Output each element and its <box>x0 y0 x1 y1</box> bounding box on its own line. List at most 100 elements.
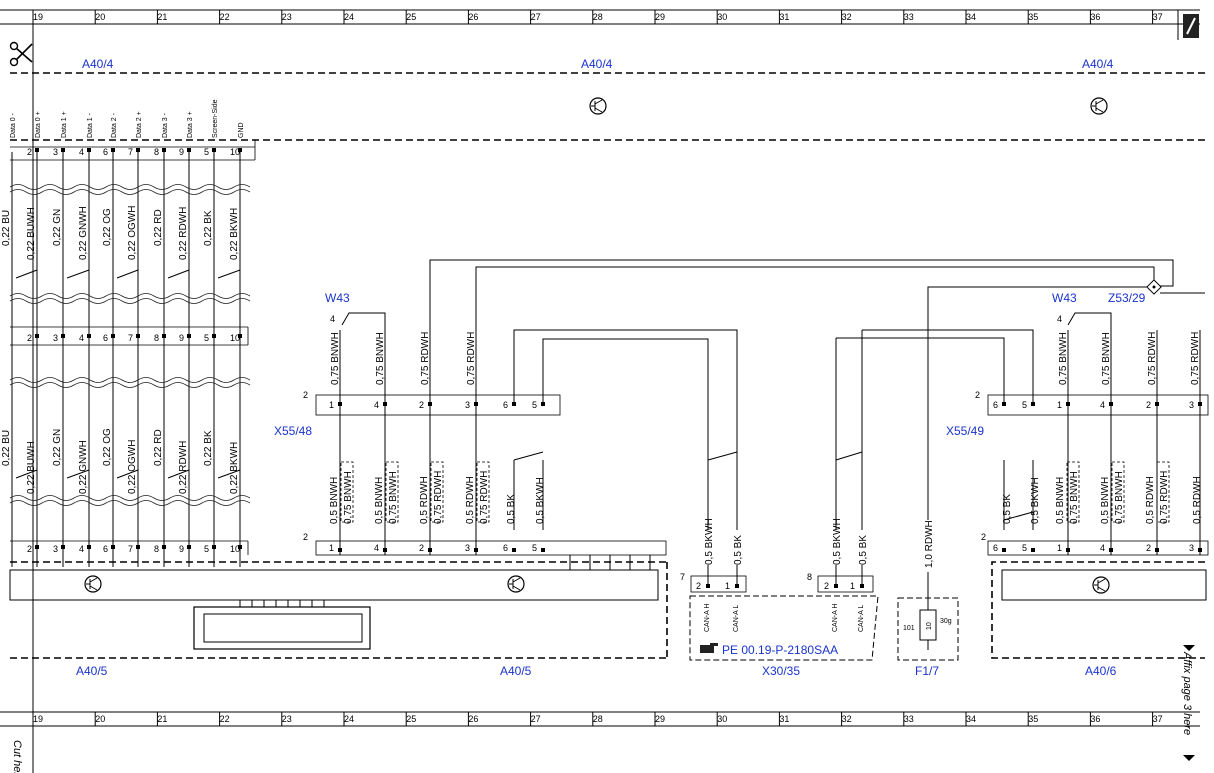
ruler-column-number: 19 <box>33 714 43 724</box>
pin-number: 4 <box>79 544 84 554</box>
pin-number: 4 <box>374 543 379 553</box>
a40-5-label-right: A40/5 <box>500 664 532 678</box>
can-label: CAN-A L <box>733 605 740 632</box>
wire-label: 0,22 BK <box>203 430 214 466</box>
signal-name: Data 3 - <box>162 112 169 138</box>
wire-label: 0,5 BK <box>858 535 869 565</box>
ruler-column-number: 25 <box>406 714 416 724</box>
wire-label: 0,5 BKWH <box>1030 477 1041 524</box>
wire-label: 0,5 BKWH <box>704 518 715 565</box>
w43-pin: 4 <box>330 314 335 324</box>
fuse-mid-num: 10 <box>926 622 933 630</box>
ruler-column-number: 23 <box>282 714 292 724</box>
wire-label: 0,22 RD <box>153 429 164 466</box>
wire-label: 0,22 OGWH <box>127 206 138 260</box>
wire-label: 0,5 BNWH <box>374 477 385 524</box>
pin-number: 5 <box>204 333 209 343</box>
loop-wires <box>429 259 1205 530</box>
wire-label: 0,75 BNWH <box>330 332 341 385</box>
f1-7-label: F1/7 <box>915 664 939 678</box>
ruler-column-number: 27 <box>531 714 541 724</box>
wire-label: 0,22 OG <box>102 208 113 246</box>
wire-label: 0,5 BKWH <box>535 477 546 524</box>
a40-4-label-left: A40/4 <box>82 57 114 71</box>
x55-48-number: 2 <box>303 390 308 400</box>
pin-number: 5 <box>532 543 537 553</box>
ruler-column-number: 37 <box>1153 714 1163 724</box>
pin-number: 6 <box>503 400 508 410</box>
pin-number: 4 <box>79 147 84 157</box>
ruler-column-number: 33 <box>904 714 914 724</box>
pin-number: 4 <box>1100 400 1105 410</box>
ruler-column-number: 30 <box>717 12 727 22</box>
wire-label: 0,75 BNWH <box>343 471 354 524</box>
ruler-column-number: 32 <box>842 12 852 22</box>
wire-label: 0,75 BNWH <box>375 332 386 385</box>
transistor-icon <box>1092 576 1110 594</box>
wire-label: 0,5 BKWH <box>832 518 843 565</box>
wire-label: 0,5 BNWH <box>1055 477 1066 524</box>
wire-label: 0,5 RDWH <box>419 476 430 524</box>
signal-name: Data 2 - <box>111 112 118 138</box>
a40-4-label-right: A40/4 <box>1082 57 1114 71</box>
ruler-column-number: 32 <box>842 714 852 724</box>
pin-number: 10 <box>230 333 240 343</box>
pin-number: 1 <box>329 543 334 553</box>
wire-label: 0,75 BNWH <box>1058 332 1069 385</box>
a40-4-label-mid: A40/4 <box>581 57 613 71</box>
transistor-icon <box>84 575 102 593</box>
scissors-icon <box>9 41 33 67</box>
signal-name: Data 3 + <box>187 111 194 138</box>
hand-pointer-icon <box>700 643 718 653</box>
wire-label: 0,5 RDWH <box>465 476 476 524</box>
pin-number: 8 <box>154 147 159 157</box>
wire-label: 0,5 BK <box>1002 494 1013 524</box>
signal-name: Data 1 - <box>87 112 94 138</box>
pin-number: 6 <box>103 147 108 157</box>
ruler-column-number: 28 <box>593 12 603 22</box>
affix-page-label: Affix page 3 here <box>1181 651 1193 735</box>
pin-number: 10 <box>230 544 240 554</box>
ruler-column-number: 31 <box>779 12 789 22</box>
ruler-column-number: 24 <box>344 714 354 724</box>
ruler-column-number: 33 <box>904 12 914 22</box>
signal-name: Data 0 - <box>10 112 17 138</box>
pin-number: 2 <box>1146 543 1151 553</box>
pin-number: 2 <box>27 544 32 554</box>
wire-label: 0,75 RDWH <box>1190 332 1201 385</box>
pin-number: 3 <box>465 400 470 410</box>
ruler-column-number: 22 <box>220 12 230 22</box>
ruler-column-number: 26 <box>468 12 478 22</box>
transistor-icon <box>1090 97 1108 115</box>
a40-6-conn-number: 2 <box>981 532 986 542</box>
pin-number: 1 <box>1057 543 1062 553</box>
pin-number: 8 <box>154 544 159 554</box>
x55-49-label: X55/49 <box>946 424 984 438</box>
x30-35-right-number: 8 <box>807 572 812 582</box>
pin-number: 3 <box>53 333 58 343</box>
pin-number: 7 <box>128 333 133 343</box>
wire-label: 0,22 BUWH <box>26 207 37 260</box>
pin-number: 5 <box>532 400 537 410</box>
reference-link[interactable]: PE 00.19-P-2180SAA <box>722 643 838 657</box>
x30-35-boundary <box>689 595 879 661</box>
ruler-column-number: 21 <box>157 714 167 724</box>
pin-number: 3 <box>465 543 470 553</box>
wire-label: 0,22 GNWH <box>78 206 89 260</box>
a40-5-label-left: A40/5 <box>76 664 108 678</box>
transistor-icon <box>589 97 607 115</box>
wire-label: 0,5 BNWH <box>1100 477 1111 524</box>
ruler-column-number: 34 <box>966 12 976 22</box>
w43-label-right: W43 <box>1052 291 1077 305</box>
ruler-column-number: 28 <box>593 714 603 724</box>
